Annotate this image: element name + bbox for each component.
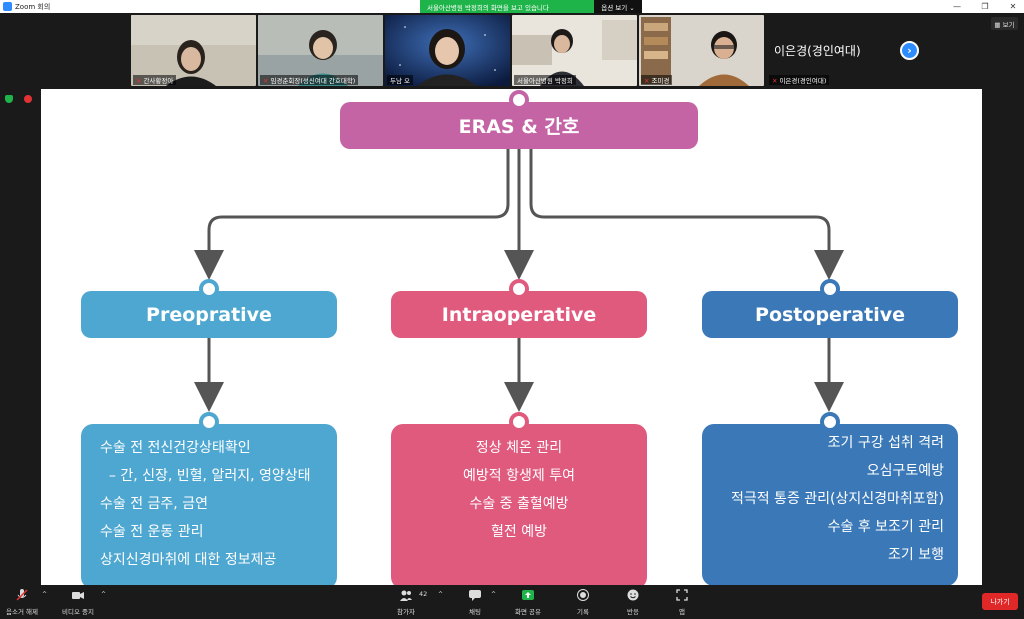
connector-dot	[199, 279, 219, 299]
active-speaker-name: 이은경(경인여대)	[774, 44, 861, 58]
chat-options-caret[interactable]: ^	[491, 591, 497, 598]
share-screen-button[interactable]: 화면 공유	[515, 588, 541, 616]
connector-dot	[509, 279, 529, 299]
intraoperative-heading: Intraoperative	[441, 303, 597, 326]
detail-line: 정상 체온 관리	[475, 440, 563, 456]
participant-name: 서울아산병원 박정희	[514, 75, 576, 85]
participant-strip: ✕간사황정아 ✕임경춘회장(성신여대 간호대학) 두남 오	[131, 15, 764, 86]
mic-muted-icon: ✕	[136, 77, 142, 85]
recording-icon[interactable]	[24, 95, 32, 103]
chat-button[interactable]: 채팅	[468, 588, 482, 616]
intraoperative-detail-box: 정상 체온 관리 예방적 항생제 투여 수술 중 출혈예방 혈전 예방	[391, 424, 647, 585]
smiley-icon	[627, 589, 639, 601]
participants-count: 42	[419, 590, 428, 598]
video-camera-icon	[71, 592, 84, 599]
participant-name: ✕임경춘회장(성신여대 간호대학)	[260, 75, 359, 85]
connector-dot	[820, 412, 840, 432]
chat-bubble-icon	[469, 590, 481, 601]
restore-button[interactable]: ❐	[981, 2, 989, 11]
apps-button[interactable]: 앱	[675, 588, 689, 616]
share-screen-icon	[522, 590, 534, 600]
participant-tile[interactable]: ✕임경춘회장(성신여대 간호대학)	[258, 15, 383, 86]
close-button[interactable]: ✕	[1009, 2, 1017, 11]
share-banner-text: 서울아산병원 박정희의 화면을 보고 있습니다	[427, 3, 549, 12]
participants-icon	[399, 590, 412, 601]
reactions-button[interactable]: 반응	[626, 588, 640, 616]
detail-line: 조기 구강 섭취 격려	[827, 435, 944, 451]
participant-video-1	[131, 15, 256, 86]
window-controls: — ❐ ✕	[952, 0, 1018, 13]
detail-line: 조기 보행	[888, 547, 944, 563]
participant-name: 두남 오	[387, 75, 414, 85]
shared-slide: ERAS & 간호 Preoprative Intraoperative Pos…	[41, 89, 982, 585]
participant-video-5	[639, 15, 764, 86]
next-page-icon[interactable]: ›	[900, 41, 919, 60]
preoperative-heading: Preoprative	[146, 303, 272, 326]
detail-line: 수술 전 금주, 금연	[100, 496, 208, 512]
security-shield-icon[interactable]	[5, 95, 13, 103]
slide-title: ERAS & 간호	[458, 116, 580, 138]
active-speaker-tile[interactable]: 이은경(경인여대) ✕이은경(경인여대)	[767, 15, 892, 86]
detail-line: 오심구토예방	[866, 463, 944, 479]
detail-line: 상지신경마취에 대한 정보제공	[100, 552, 277, 568]
participant-name: ✕조미경	[641, 75, 673, 85]
record-icon	[577, 589, 589, 601]
participant-name: ✕간사황정아	[133, 75, 177, 85]
participant-tile[interactable]: ✕조미경	[639, 15, 764, 86]
postoperative-detail-box: 조기 구강 섭취 격려 오심구토예방 적극적 통증 관리(상지신경마취포함) 수…	[702, 424, 958, 585]
mic-muted-icon: ✕	[263, 77, 269, 85]
stop-video-button[interactable]: 비디오 중지	[62, 588, 94, 616]
detail-line: – 간, 신장, 빈혈, 알러지, 영양상태	[100, 468, 311, 484]
view-button[interactable]: ▦ 보기	[991, 17, 1018, 30]
microphone-muted-icon	[16, 589, 28, 601]
postoperative-heading: Postoperative	[755, 303, 905, 326]
audio-options-caret[interactable]: ^	[42, 591, 48, 598]
participants-options-caret[interactable]: ^	[438, 591, 444, 598]
zoom-logo-icon	[3, 2, 12, 11]
record-button[interactable]: 기록	[576, 588, 590, 616]
meeting-toolbar: 음소거 해제 ^ 비디오 중지 ^ 참가자 42 ^ 채팅 ^ 화면 공유 기록	[0, 585, 1024, 619]
view-options-button[interactable]: 옵션 보기 ⌄	[594, 0, 642, 13]
title-connector-dot	[509, 90, 529, 110]
unmute-button[interactable]: 음소거 해제	[6, 588, 38, 616]
window-title: Zoom 회의	[15, 2, 51, 11]
detail-line: 수술 중 출혈예방	[469, 496, 569, 512]
minimize-button[interactable]: —	[953, 2, 961, 11]
connector-dot	[199, 412, 219, 432]
mic-muted-icon: ✕	[772, 77, 778, 85]
participant-tile[interactable]: ✕간사황정아	[131, 15, 256, 86]
detail-line: 적극적 통증 관리(상지신경마취포함)	[730, 491, 944, 507]
participant-name: ✕이은경(경인여대)	[769, 75, 830, 85]
connector-dot	[820, 279, 840, 299]
participants-button[interactable]: 참가자	[397, 588, 415, 616]
participant-tile[interactable]: 서울아산병원 박정희	[512, 15, 637, 86]
screen-share-banner: 서울아산병원 박정희의 화면을 보고 있습니다 옵션 보기 ⌄	[420, 0, 642, 13]
video-options-caret[interactable]: ^	[101, 591, 107, 598]
apps-icon	[676, 589, 688, 601]
participant-video-3	[385, 15, 510, 86]
leave-meeting-button[interactable]: 나가기	[982, 593, 1018, 610]
detail-line: 수술 전 운동 관리	[100, 524, 204, 540]
detail-line: 혈전 예방	[491, 524, 547, 540]
detail-line: 수술 전 전신건강상태확인	[100, 440, 251, 456]
detail-line: 예방적 항생제 투여	[463, 468, 575, 484]
slide-connectors	[194, 149, 844, 412]
participant-tile[interactable]: 두남 오	[385, 15, 510, 86]
participant-video-4	[512, 15, 637, 86]
detail-line: 수술 후 보조기 관리	[827, 519, 944, 535]
mic-muted-icon: ✕	[644, 77, 650, 85]
connector-dot	[509, 412, 529, 432]
preoperative-detail-box: 수술 전 전신건강상태확인 – 간, 신장, 빈혈, 알러지, 영양상태 수술 …	[81, 424, 337, 585]
